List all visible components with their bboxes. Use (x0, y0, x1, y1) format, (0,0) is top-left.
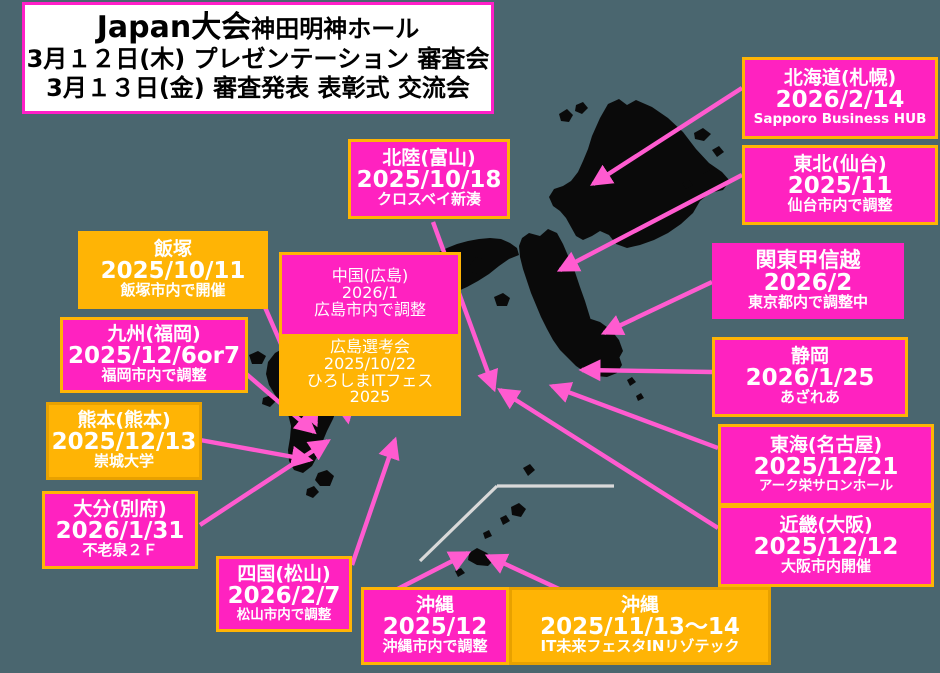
card-hokuriku-date: 2025/10/18 (356, 166, 502, 193)
card-tohoku-venue: 仙台市内で調整 (787, 196, 893, 215)
card-oita-venue: 不老泉２Ｆ (82, 541, 158, 560)
card-kinki-date: 2025/12/12 (753, 533, 899, 560)
card-kinki-name: 近畿(大阪) (779, 513, 873, 536)
card-hokuriku[interactable]: 北陸(富山) 2025/10/18 クロスベイ新湊 (348, 139, 510, 219)
card-okinawa-name: 沖縄 (415, 593, 454, 616)
title-line-2: 3月１２日(木) プレゼンテーション 審査会 (26, 44, 490, 73)
card-tokai-venue: アーク栄サロンホール (758, 478, 894, 495)
card-shikoku-date: 2026/2/7 (227, 582, 341, 609)
card-kumamoto-date: 2025/12/13 (51, 428, 197, 455)
card-kumamoto-name: 熊本(熊本) (77, 408, 171, 431)
card-kumamoto[interactable]: 熊本(熊本) 2025/12/13 崇城大学 (46, 402, 202, 480)
card-kanto-venue: 東京都内で調整中 (747, 293, 868, 312)
card-oita[interactable]: 大分(別府) 2026/1/31 不老泉２Ｆ (42, 491, 198, 569)
arrow-hokuriku (430, 221, 498, 393)
card-stack-chugoku: 中国(広島) 2026/1 広島市内で調整 広島選考会 2025/10/22 ひ… (279, 252, 461, 416)
card-hiroshima-senkoukai-name: 広島選考会 (329, 336, 410, 356)
arrow-kanto (600, 280, 713, 336)
arrow-shikoku (349, 436, 400, 566)
card-shizuoka-name: 静岡 (790, 344, 829, 367)
card-kinki[interactable]: 近畿(大阪) 2025/12/12 大阪市内開催 (718, 505, 934, 587)
card-tohoku-date: 2025/11 (787, 172, 893, 199)
card-okinawa-festa[interactable]: 沖縄 2025/11/13〜14 IT未来フェスタINリゾテック (509, 587, 771, 665)
card-hokkaido-name: 北海道(札幌) (783, 66, 897, 89)
card-hiroshima-senkoukai[interactable]: 広島選考会 2025/10/22 ひろしまITフェス2025 (282, 334, 458, 413)
card-hokuriku-name: 北陸(富山) (382, 146, 476, 169)
card-shizuoka[interactable]: 静岡 2026/1/25 あざれあ (712, 337, 908, 417)
card-iizuka-date: 2025/10/11 (100, 257, 246, 284)
card-iizuka[interactable]: 飯塚 2025/10/11 飯塚市内で開催 (78, 231, 268, 309)
event-title-box: Japan大会神田明神ホール 3月１２日(木) プレゼンテーション 審査会 3月… (22, 2, 494, 114)
card-kyushu[interactable]: 九州(福岡) 2025/12/6or7 福岡市内で調整 (60, 317, 248, 393)
card-tokai-name: 東海(名古屋) (769, 433, 883, 456)
card-iizuka-venue: 飯塚市内で開催 (120, 281, 226, 300)
card-okinawa-festa-name: 沖縄 (620, 593, 659, 616)
card-tohoku[interactable]: 東北(仙台) 2025/11 仙台市内で調整 (742, 145, 938, 225)
title-venue: 神田明神ホール (251, 14, 420, 43)
card-okinawa-venue: 沖縄市内で調整 (382, 637, 488, 656)
card-oita-date: 2026/1/31 (55, 517, 185, 544)
card-oita-name: 大分(別府) (73, 497, 167, 520)
card-kanto[interactable]: 関東甲信越 2026/2 東京都内で調整中 (712, 243, 904, 319)
arrow-kumamoto (199, 437, 314, 468)
card-shikoku-name: 四国(松山) (237, 562, 331, 585)
card-chugoku-venue: 広島市内で調整 (313, 299, 426, 319)
arrow-hokkaido (590, 86, 744, 186)
card-kanto-date: 2026/2 (763, 269, 853, 296)
arrow-tokai (548, 382, 719, 451)
arrow-kinki (497, 388, 720, 530)
card-kyushu-venue: 福岡市内で調整 (101, 366, 207, 385)
card-chugoku[interactable]: 中国(広島) 2026/1 広島市内で調整 (282, 255, 458, 334)
card-tokai-date: 2025/12/21 (753, 453, 899, 480)
arrow-tohoku (556, 173, 744, 272)
card-shikoku[interactable]: 四国(松山) 2026/2/7 松山市内で調整 (216, 556, 352, 632)
card-chugoku-date: 2026/1 (341, 283, 399, 303)
card-okinawa[interactable]: 沖縄 2025/12 沖縄市内で調整 (361, 587, 509, 665)
card-chugoku-name: 中国(広島) (331, 266, 409, 286)
title-line-1: Japan大会神田明神ホール (97, 11, 419, 45)
card-kanto-name: 関東甲信越 (755, 247, 861, 272)
card-hokkaido-date: 2026/2/14 (775, 86, 905, 113)
card-hokuriku-venue: クロスベイ新湊 (377, 190, 481, 209)
card-shikoku-venue: 松山市内で調整 (236, 607, 332, 624)
arrow-oita (198, 439, 331, 527)
card-kyushu-name: 九州(福岡) (107, 322, 201, 345)
card-okinawa-festa-date: 2025/11/13〜14 (540, 613, 740, 640)
card-okinawa-date: 2025/12 (382, 613, 488, 640)
card-okinawa-festa-venue: IT未来フェスタINリゾテック (540, 637, 740, 656)
card-kyushu-date: 2025/12/6or7 (68, 342, 240, 369)
card-tohoku-name: 東北(仙台) (793, 152, 887, 175)
title-main: Japan大会 (96, 9, 252, 45)
card-hokkaido[interactable]: 北海道(札幌) 2026/2/14 Sapporo Business HUB (742, 57, 938, 139)
card-kumamoto-venue: 崇城大学 (93, 452, 154, 471)
card-kinki-venue: 大阪市内開催 (780, 557, 871, 576)
card-shizuoka-date: 2026/1/25 (745, 364, 875, 391)
card-hiroshima-senkoukai-venue: ひろしまITフェス2025 (306, 370, 434, 407)
card-hokkaido-venue: Sapporo Business HUB (753, 111, 927, 128)
card-hiroshima-senkoukai-date: 2025/10/22 (323, 353, 417, 373)
arrow-shizuoka (578, 359, 713, 382)
card-shizuoka-venue: あざれあ (779, 388, 840, 407)
title-line-3: 3月１３日(金) 審査発表 表彰式 交流会 (46, 73, 470, 102)
card-iizuka-name: 飯塚 (153, 237, 192, 260)
card-tokai[interactable]: 東海(名古屋) 2025/12/21 アーク栄サロンホール (718, 424, 934, 506)
okinawa-inset-bracket (418, 484, 614, 563)
